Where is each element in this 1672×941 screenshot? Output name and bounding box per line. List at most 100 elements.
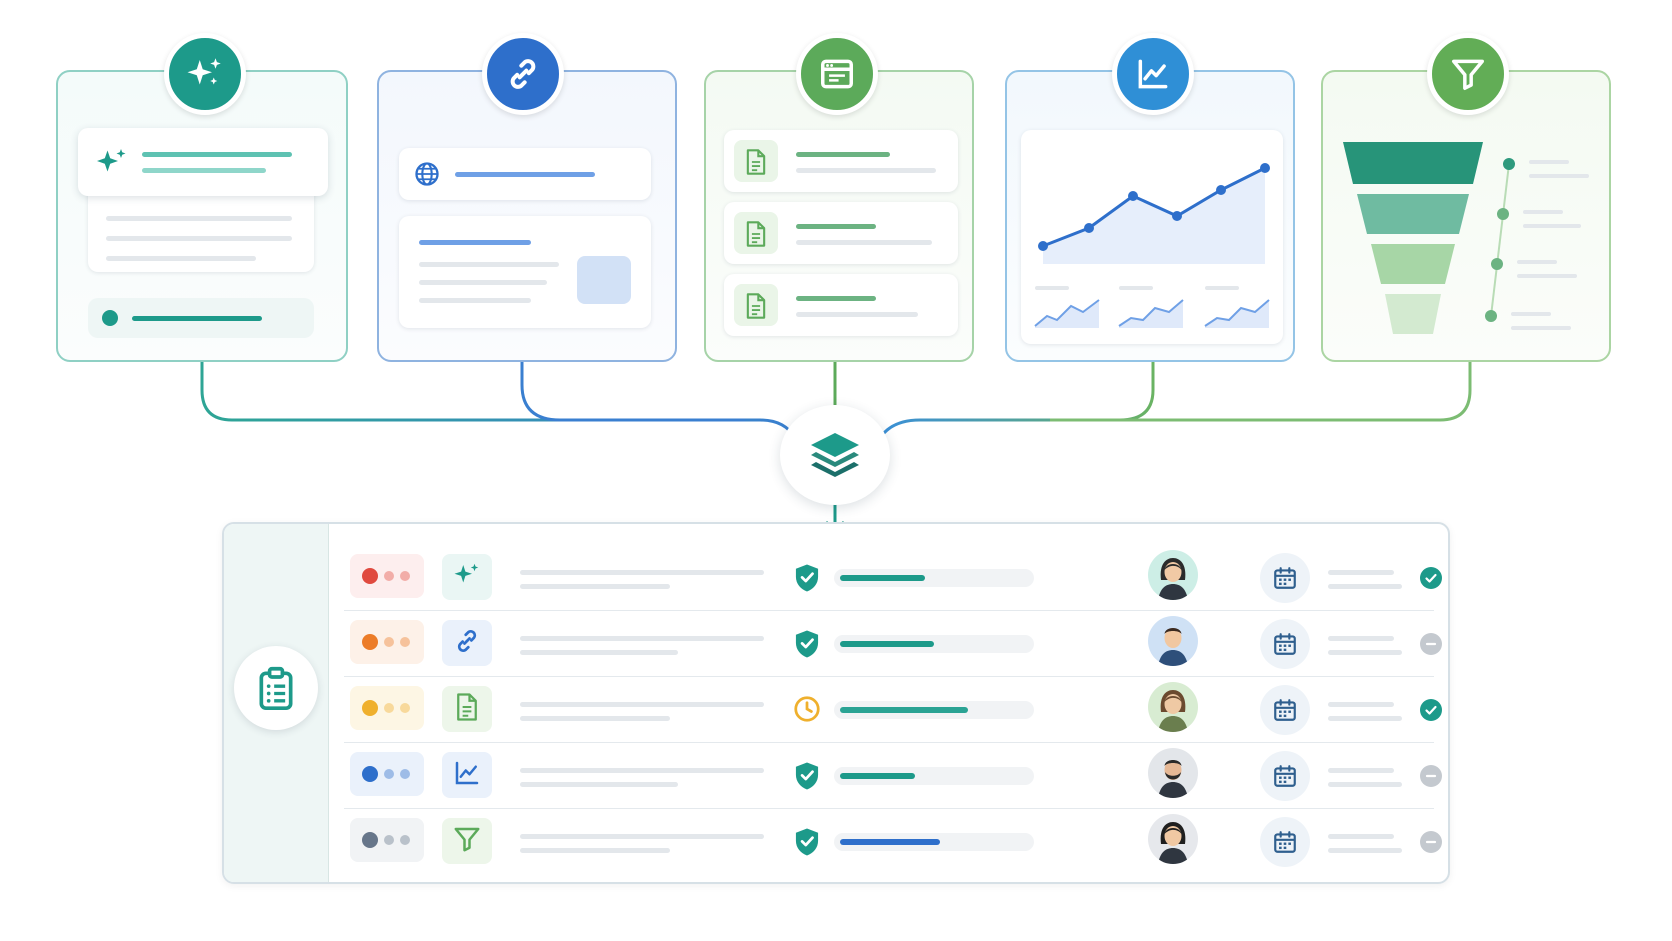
table-row[interactable] xyxy=(344,612,1442,676)
status-dot xyxy=(400,703,410,713)
shield-check-icon xyxy=(792,826,822,863)
progress-bar xyxy=(834,569,1034,587)
row-text-line xyxy=(520,702,764,707)
window-dots xyxy=(350,620,424,664)
ai-prompt-highlight xyxy=(78,128,328,196)
clipboard-checklist-icon xyxy=(259,666,293,710)
progress-fill xyxy=(840,641,934,647)
progress-fill xyxy=(840,773,915,779)
row-text-line xyxy=(520,584,670,589)
source-card-analytics[interactable] xyxy=(1005,70,1295,362)
status-dot xyxy=(362,700,378,716)
avatar-man-1[interactable] xyxy=(1148,616,1198,666)
status-dot xyxy=(400,637,410,647)
layers-icon xyxy=(811,433,859,477)
status-dot xyxy=(400,835,410,845)
document-icon xyxy=(746,293,766,319)
badge-funnel xyxy=(1427,33,1509,115)
source-card-ai[interactable] xyxy=(56,70,348,362)
ai-status-pill xyxy=(88,298,314,338)
hub-node[interactable] xyxy=(780,405,890,505)
browser-window-icon xyxy=(821,59,853,89)
trend-line-chart xyxy=(1034,163,1270,328)
status-dot xyxy=(384,637,394,647)
row-text-line xyxy=(520,834,764,839)
badge-analytics xyxy=(1112,33,1194,115)
avatar-woman-2[interactable] xyxy=(1148,682,1198,732)
calendar-icon xyxy=(1274,699,1296,721)
status-dot xyxy=(362,634,378,650)
row-meta-line xyxy=(1328,716,1402,721)
window-dots xyxy=(350,686,424,730)
calendar-button[interactable] xyxy=(1260,685,1310,735)
source-card-documents[interactable] xyxy=(704,70,974,362)
url-bar[interactable] xyxy=(399,148,651,200)
badge-link xyxy=(482,33,564,115)
funnel-icon xyxy=(452,824,482,859)
avatar-woman-1[interactable] xyxy=(1148,550,1198,600)
calendar-button[interactable] xyxy=(1260,751,1310,801)
badge-browser xyxy=(796,33,878,115)
avatar-woman-3[interactable] xyxy=(1148,814,1198,864)
calendar-button[interactable] xyxy=(1260,817,1310,867)
link-icon-box xyxy=(442,620,492,666)
row-divider xyxy=(344,808,1434,809)
row-text-line xyxy=(520,768,764,773)
link-icon xyxy=(452,626,482,661)
calendar-icon xyxy=(1274,765,1296,787)
calendar-button[interactable] xyxy=(1260,553,1310,603)
status-dot xyxy=(102,310,118,326)
row-meta-line xyxy=(1328,768,1394,773)
progress-bar xyxy=(834,635,1034,653)
window-dots xyxy=(350,818,424,862)
progress-fill xyxy=(840,707,968,713)
line-chart-icon-box xyxy=(442,752,492,798)
status-dot xyxy=(384,769,394,779)
status-dot xyxy=(400,769,410,779)
row-meta-line xyxy=(1328,636,1394,641)
row-meta-line xyxy=(1328,702,1394,707)
link-preview-card xyxy=(399,216,651,328)
minus-circle-icon xyxy=(1420,633,1442,655)
document-item[interactable] xyxy=(724,274,958,336)
sparkle-icon xyxy=(187,58,221,85)
calendar-button[interactable] xyxy=(1260,619,1310,669)
row-text-line xyxy=(520,782,678,787)
minus-circle-icon xyxy=(1420,831,1442,853)
row-text-line xyxy=(520,848,670,853)
avatar-man-2[interactable] xyxy=(1148,748,1198,798)
status-dot xyxy=(362,832,378,848)
line-chart-icon xyxy=(452,758,482,793)
document-item[interactable] xyxy=(724,202,958,264)
row-meta-line xyxy=(1328,782,1402,787)
calendar-icon xyxy=(1274,633,1296,655)
funnel-chart xyxy=(1343,142,1589,334)
row-meta-line xyxy=(1328,650,1402,655)
sparkle-icon xyxy=(97,149,126,172)
sparkle-icon-box xyxy=(442,554,492,600)
row-meta-line xyxy=(1328,848,1402,853)
status-dot xyxy=(400,571,410,581)
check-circle-icon xyxy=(1420,699,1442,721)
row-divider xyxy=(344,742,1434,743)
progress-fill xyxy=(840,839,940,845)
badge-sparkle xyxy=(164,33,246,115)
table-row[interactable] xyxy=(344,810,1442,874)
table-row[interactable] xyxy=(344,744,1442,808)
tracking-table xyxy=(222,522,1450,884)
clipboard-button[interactable] xyxy=(234,646,318,730)
table-row[interactable] xyxy=(344,546,1442,610)
window-dots xyxy=(350,752,424,796)
shield-check-icon xyxy=(792,760,822,797)
table-row[interactable] xyxy=(344,678,1442,742)
row-text-line xyxy=(520,636,764,641)
clock-icon xyxy=(792,694,822,729)
source-card-link[interactable] xyxy=(377,70,677,362)
document-item[interactable] xyxy=(724,130,958,192)
line-chart-icon xyxy=(1138,59,1168,89)
progress-bar xyxy=(834,767,1034,785)
progress-bar xyxy=(834,833,1034,851)
calendar-icon xyxy=(1274,567,1296,589)
row-meta-line xyxy=(1328,570,1394,575)
